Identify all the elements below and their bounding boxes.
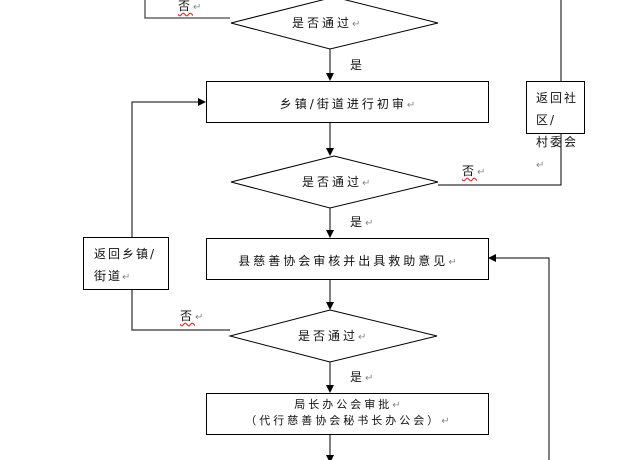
return-mark: ↵ (122, 272, 131, 283)
connector-loop-to-box2 (488, 254, 550, 460)
no-label-1: 否↵ (178, 0, 201, 15)
process-line1: 局长办公会审批 (294, 398, 393, 411)
connector-return-town-to-box1 (131, 98, 206, 237)
return-mark: ↵ (392, 400, 401, 411)
return-line2-wrap: 村委会 ↵ (536, 131, 584, 177)
no-text: 否 (180, 309, 196, 323)
process-line2-wrap: （代行慈善协会秘书长办公会）↵ (207, 413, 488, 429)
process-box-director-approval: 局长办公会审批↵ （代行慈善协会秘书长办公会）↵ (206, 393, 489, 435)
yes-label-2: 是↵ (350, 215, 373, 231)
decision-text: 是否通过 (302, 175, 363, 189)
return-line2: 村委会 (536, 135, 579, 149)
return-line1: 返回乡镇/ (94, 247, 157, 261)
process-text: 局长办公会审批↵ （代行慈善协会秘书长办公会）↵ (207, 397, 488, 429)
process-box-county-charity-review: 县慈善协会审核并出具救助意见↵ (206, 238, 489, 280)
process-box-town-review: 乡镇/街道进行初审↵ (206, 81, 489, 123)
process-line1-wrap: 局长办公会审批↵ (207, 397, 488, 413)
return-mark: ↵ (406, 100, 416, 111)
return-line2-wrap: 街道↵ (94, 265, 156, 289)
return-box-community: 返回社区/ 村委会 ↵ (526, 81, 585, 171)
yes-text: 是 (350, 370, 366, 384)
no-text: 否 (462, 164, 478, 178)
return-mark: ↵ (358, 332, 367, 343)
connector-no-2 (438, 133, 562, 186)
decision-1-label: 是否通过↵ (292, 16, 360, 32)
return-mark: ↵ (193, 2, 202, 13)
return-mark: ↵ (441, 416, 450, 427)
yes-text: 是 (350, 215, 366, 229)
process-text: 乡镇/街道进行初审↵ (207, 95, 488, 112)
process-line2: （代行慈善协会秘书长办公会） (245, 414, 442, 427)
return-community-text: 返回社区/ 村委会 ↵ (536, 87, 584, 177)
process-label: 县慈善协会审核并出具救助意见 (238, 254, 449, 268)
return-mark: ↵ (365, 373, 374, 384)
no-label-3: 否↵ (180, 309, 203, 325)
return-line1: 返回社区/ (536, 91, 579, 127)
return-mark: ↵ (352, 19, 361, 30)
connector-top-no (144, 0, 230, 19)
return-town-text: 返回乡镇/ 街道↵ (94, 243, 156, 289)
return-mark: ↵ (448, 257, 457, 268)
yes-label-1: 是 (350, 58, 366, 72)
process-label: 乡镇/街道进行初审 (279, 97, 407, 111)
return-mark: ↵ (365, 218, 374, 229)
connector-no-3 (131, 289, 230, 331)
no-label-2: 否↵ (462, 164, 485, 180)
return-mark: ↵ (536, 160, 545, 171)
return-box-town: 返回乡镇/ 街道↵ (83, 237, 169, 290)
decision-3-label: 是否通过↵ (298, 329, 366, 345)
return-mark: ↵ (362, 178, 371, 189)
yes-label-3: 是↵ (350, 370, 373, 386)
return-mark: ↵ (195, 312, 204, 323)
no-text: 否 (178, 0, 194, 13)
decision-text: 是否通过 (298, 329, 359, 343)
decision-text: 是否通过 (292, 16, 353, 30)
return-mark: ↵ (477, 167, 486, 178)
return-line2: 街道 (94, 269, 123, 283)
decision-2-label: 是否通过↵ (302, 175, 370, 191)
process-text: 县慈善协会审核并出具救助意见↵ (207, 252, 488, 269)
